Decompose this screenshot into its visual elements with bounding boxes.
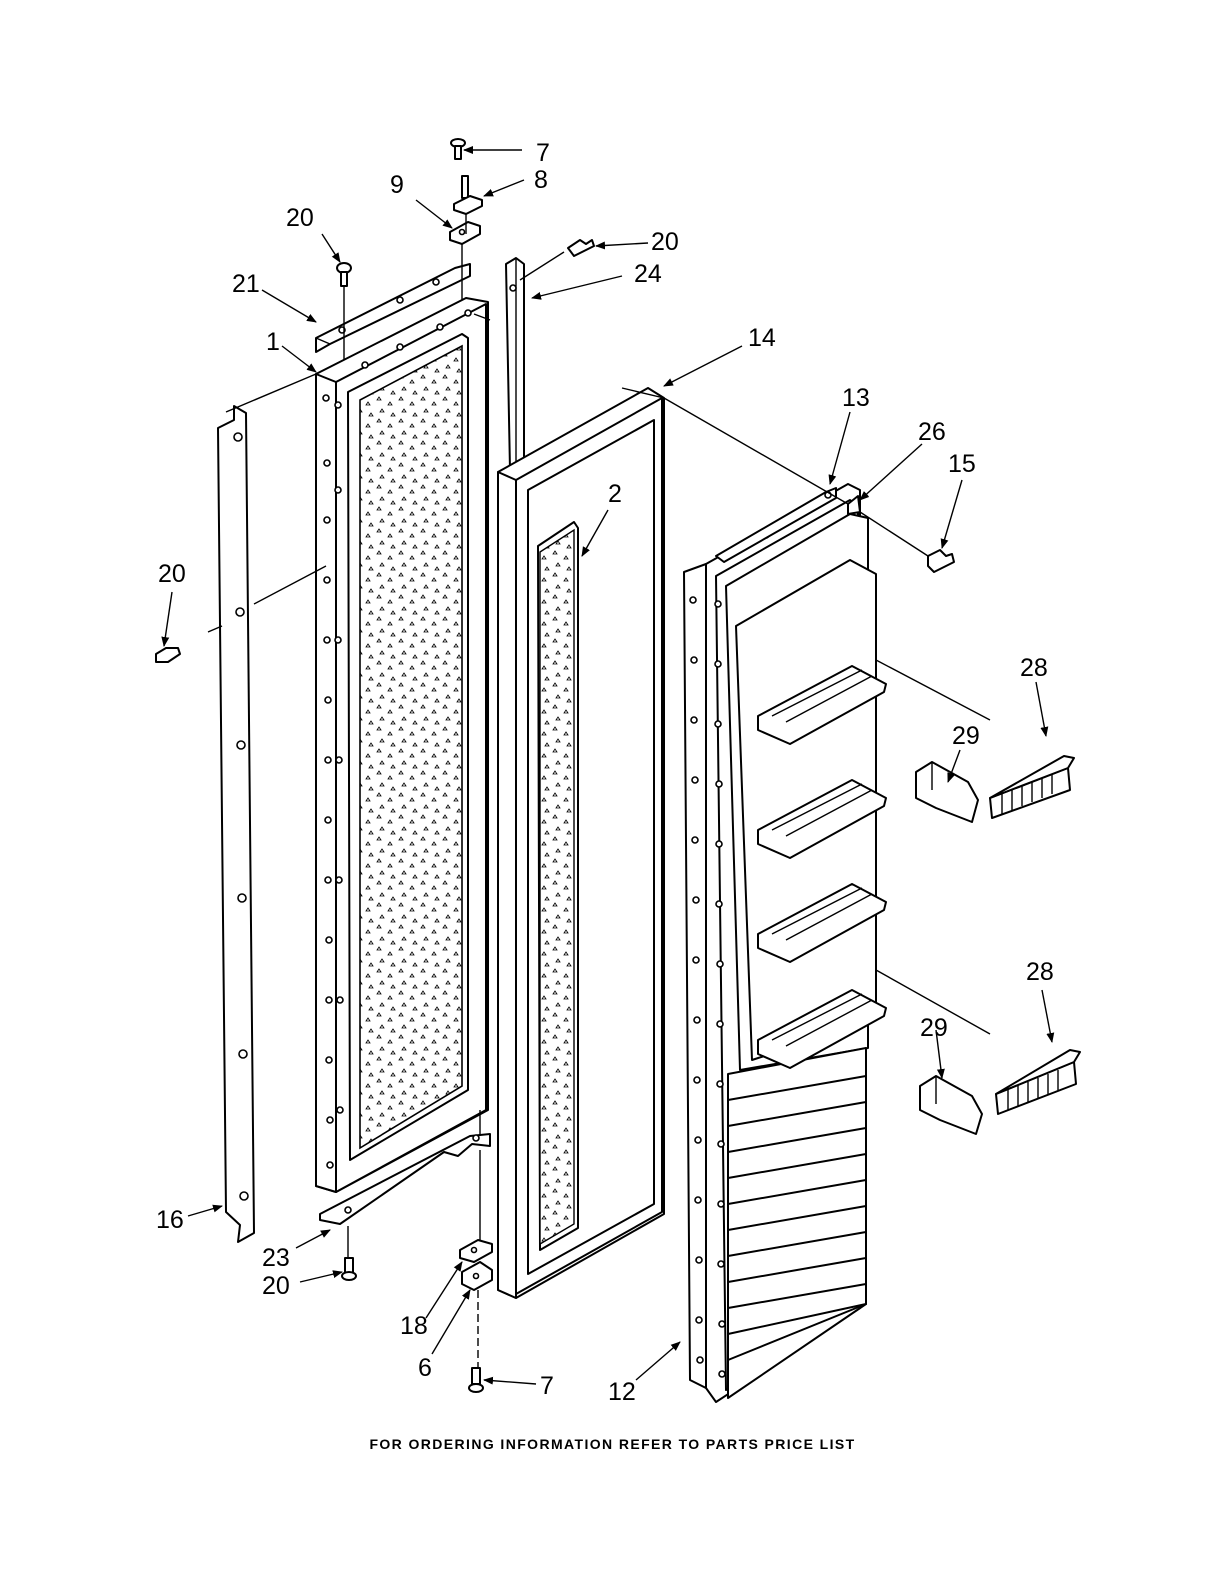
callout-28-upper: 28 <box>1020 654 1048 682</box>
callout-6: 6 <box>418 1354 432 1382</box>
screw-part-20-top-left <box>337 263 351 286</box>
callout-16: 16 <box>156 1206 184 1234</box>
door-panel-part-1 <box>316 298 488 1192</box>
callout-24: 24 <box>634 260 662 288</box>
callout-7-bottom: 7 <box>540 1372 554 1400</box>
lower-ribbed-panel <box>728 1048 866 1398</box>
callout-28-lower: 28 <box>1026 958 1054 986</box>
ordering-info-footer: FOR ORDERING INFORMATION REFER TO PARTS … <box>0 1436 1225 1452</box>
trim-strip-part-24 <box>506 258 524 472</box>
callout-2: 2 <box>608 480 622 508</box>
shelf-end-cap-part-29-upper <box>916 762 978 822</box>
hinge-shim-part-18 <box>460 1240 492 1262</box>
shelf-end-cap-part-29-lower <box>920 1076 982 1134</box>
screw-part-15 <box>928 550 954 572</box>
screw-part-20-left <box>156 648 180 662</box>
callout-20-top-right: 20 <box>651 228 679 256</box>
shelf-retainer-part-28-lower <box>996 1050 1080 1114</box>
callout-20-bottom: 20 <box>262 1272 290 1300</box>
screw-part-20-bottom <box>342 1258 356 1280</box>
door-shell-part-12 <box>684 484 886 1402</box>
callout-7-top: 7 <box>536 139 550 167</box>
callout-21: 21 <box>232 270 260 298</box>
callout-20-top-left: 20 <box>286 204 314 232</box>
hinge-pin-part-8 <box>454 176 482 214</box>
screw-part-20-top-right <box>568 240 594 256</box>
screw-part-7-top <box>451 139 465 159</box>
hinge-strip-part-16 <box>218 406 254 1242</box>
callout-26: 26 <box>918 418 946 446</box>
callout-1: 1 <box>266 328 280 356</box>
callout-13: 13 <box>842 384 870 412</box>
hinge-plate-part-9 <box>450 222 480 244</box>
callout-8: 8 <box>534 166 548 194</box>
lower-hinge-part-6 <box>462 1262 492 1290</box>
callout-29-upper: 29 <box>952 722 980 750</box>
callout-20-left: 20 <box>158 560 186 588</box>
callout-18: 18 <box>400 1312 428 1340</box>
callout-15: 15 <box>948 450 976 478</box>
shelf-retainer-part-28-upper <box>990 756 1074 818</box>
callout-29-lower: 29 <box>920 1014 948 1042</box>
callout-23: 23 <box>262 1244 290 1272</box>
door-gasket-part-14 <box>498 388 664 1298</box>
callout-12: 12 <box>608 1378 636 1406</box>
screw-part-7-bottom <box>469 1368 483 1392</box>
callout-14: 14 <box>748 324 776 352</box>
callout-9: 9 <box>390 171 404 199</box>
insulation-strip-part-2 <box>538 522 578 1250</box>
